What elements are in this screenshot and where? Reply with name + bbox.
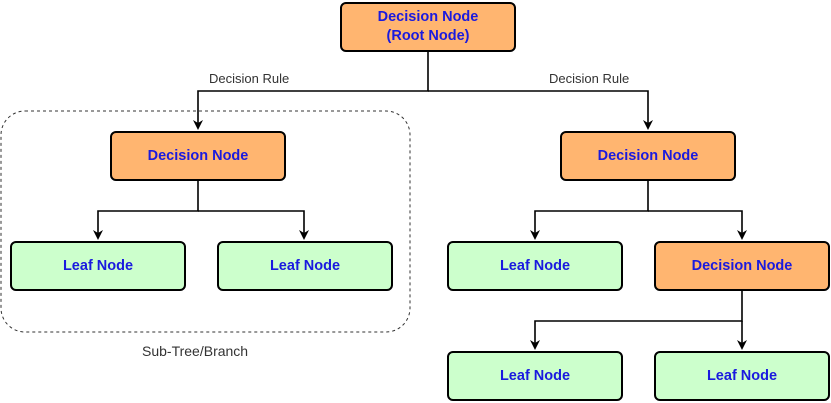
decision-rule-label-left: Decision Rule — [207, 71, 292, 86]
right-sub-decision-node[interactable]: Decision Node — [654, 241, 830, 291]
right-decision-node[interactable]: Decision Node — [560, 131, 736, 181]
edge-left-leaf-1 — [93, 181, 199, 240]
edge-root-right — [428, 90, 653, 130]
edge-root-left — [193, 52, 429, 130]
right-leaf-node[interactable]: Leaf Node — [447, 241, 623, 291]
edge-left-leaf-2 — [198, 210, 309, 240]
decision-rule-label-right: Decision Rule — [547, 71, 632, 86]
left-leaf-node-1[interactable]: Leaf Node — [10, 241, 186, 291]
edge-right-sub-decision — [648, 210, 747, 240]
root-node-line1: Decision Node — [377, 9, 479, 25]
root-node-line2: (Root Node) — [386, 28, 470, 44]
edge-right-leaf — [530, 181, 649, 240]
bottom-leaf-node-2[interactable]: Leaf Node — [654, 351, 830, 401]
bottom-leaf-node-1[interactable]: Leaf Node — [447, 351, 623, 401]
edge-bottom-leaf-1 — [530, 291, 743, 350]
left-decision-node[interactable]: Decision Node — [110, 131, 286, 181]
root-decision-node[interactable]: Decision Node (Root Node) — [340, 2, 516, 52]
subtree-branch-label: Sub-Tree/Branch — [142, 343, 249, 359]
left-leaf-node-2[interactable]: Leaf Node — [217, 241, 393, 291]
subtree-region — [0, 110, 411, 333]
